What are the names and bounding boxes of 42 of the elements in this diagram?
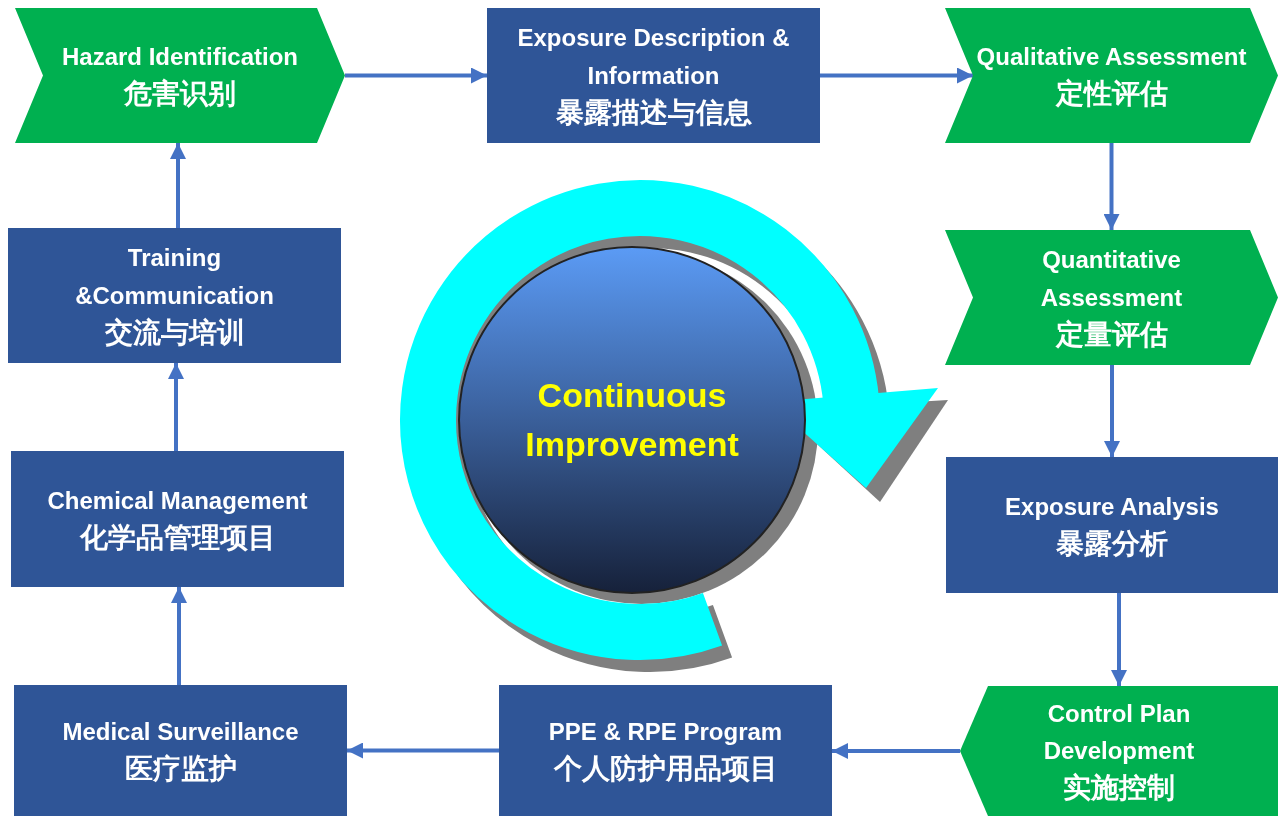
step-subtitle: 交流与培训: [104, 315, 245, 350]
step-subtitle: 实施控制: [1063, 771, 1175, 806]
step-box: [946, 457, 1278, 593]
arrow: [347, 742, 499, 759]
step-title: Medical Surveillance: [61, 717, 300, 747]
step-title: PPE & RPE Program: [547, 717, 784, 747]
arrow: [1111, 593, 1127, 686]
step-subtitle: 危害识别: [124, 77, 236, 112]
chevron-step: [945, 230, 1278, 365]
step-box: [14, 685, 347, 816]
step-title: Exposure Description & Information: [516, 23, 791, 91]
step-title: Chemical Management: [46, 485, 309, 516]
improvement-circle: [457, 245, 807, 595]
step-title: Training &Communication: [74, 243, 275, 311]
step-subtitle: 定性评估: [1055, 77, 1168, 112]
arrow: [1103, 143, 1120, 230]
step-subtitle: 医疗监护: [124, 752, 237, 787]
chevron-step: [15, 8, 345, 143]
step-title: Qualitative Assessment: [975, 42, 1248, 72]
chevron-step: [960, 686, 1278, 816]
step-title: Quantitative Assessment: [1039, 245, 1184, 313]
step-subtitle: 暴露描述与信息: [555, 95, 752, 130]
step-box: [11, 451, 344, 587]
arrow: [345, 67, 487, 84]
step-subtitle: 化学品管理项目: [79, 520, 276, 555]
arrow: [171, 587, 187, 685]
center-label: Continuous Improvement: [524, 374, 740, 465]
arrow: [1104, 365, 1120, 457]
step-subtitle: 个人防护用品项目: [553, 752, 778, 787]
step-box: [487, 8, 820, 143]
step-title: Hazard Identification: [61, 42, 299, 72]
step-subtitle: 定量评估: [1055, 317, 1168, 352]
step-box: [8, 228, 341, 363]
step-box: [499, 685, 832, 816]
step-title: Control Plan Development: [1042, 698, 1196, 767]
arrow: [832, 743, 960, 759]
arrow: [170, 143, 186, 228]
step-subtitle: 暴露分析: [1056, 526, 1168, 561]
step-title: Exposure Analysis: [1004, 491, 1220, 522]
arrow: [820, 67, 973, 84]
chevron-step: [945, 8, 1278, 143]
arrow: [168, 363, 184, 451]
